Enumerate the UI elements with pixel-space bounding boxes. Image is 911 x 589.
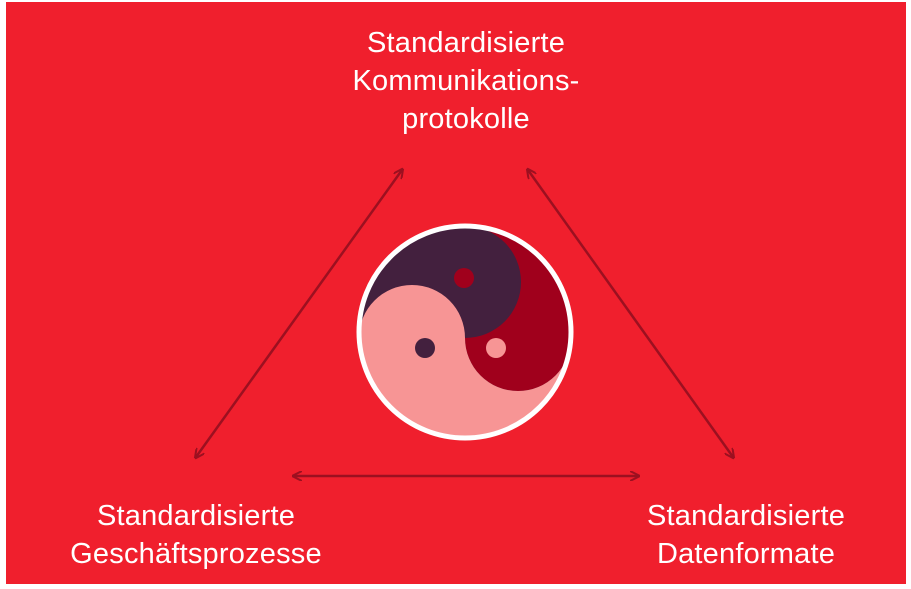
node-business-processes: Standardisierte Geschäftsprozesse [26, 497, 366, 573]
dot-pink [486, 338, 506, 358]
three-part-yin-yang-icon [356, 223, 574, 441]
dot-purple [415, 338, 435, 358]
node-communication-protocols: Standardisierte Kommunikations- protokol… [256, 24, 676, 138]
node-top-line-1: Standardisierte [366, 27, 566, 59]
node-left-line-1: Standardisierte [96, 500, 296, 532]
node-right-line-1: Standardisierte [646, 500, 846, 532]
node-data-formats: Standardisierte Datenformate [606, 497, 886, 573]
diagram-canvas: Standardisierte Kommunikations- protokol… [6, 2, 906, 584]
arrow-top-left [196, 170, 402, 457]
emblem-border [356, 223, 574, 441]
dot-red [454, 268, 474, 288]
diagram-graphics [6, 2, 906, 584]
node-left-line-2: Geschäftsprozesse [70, 538, 322, 570]
node-right-line-2: Datenformate [656, 538, 836, 570]
segment-pink [359, 285, 571, 438]
arrow-top-right [528, 170, 733, 457]
node-top-line-3: protokolle [402, 103, 530, 135]
node-top-line-2: Kommunikations- [352, 65, 580, 97]
